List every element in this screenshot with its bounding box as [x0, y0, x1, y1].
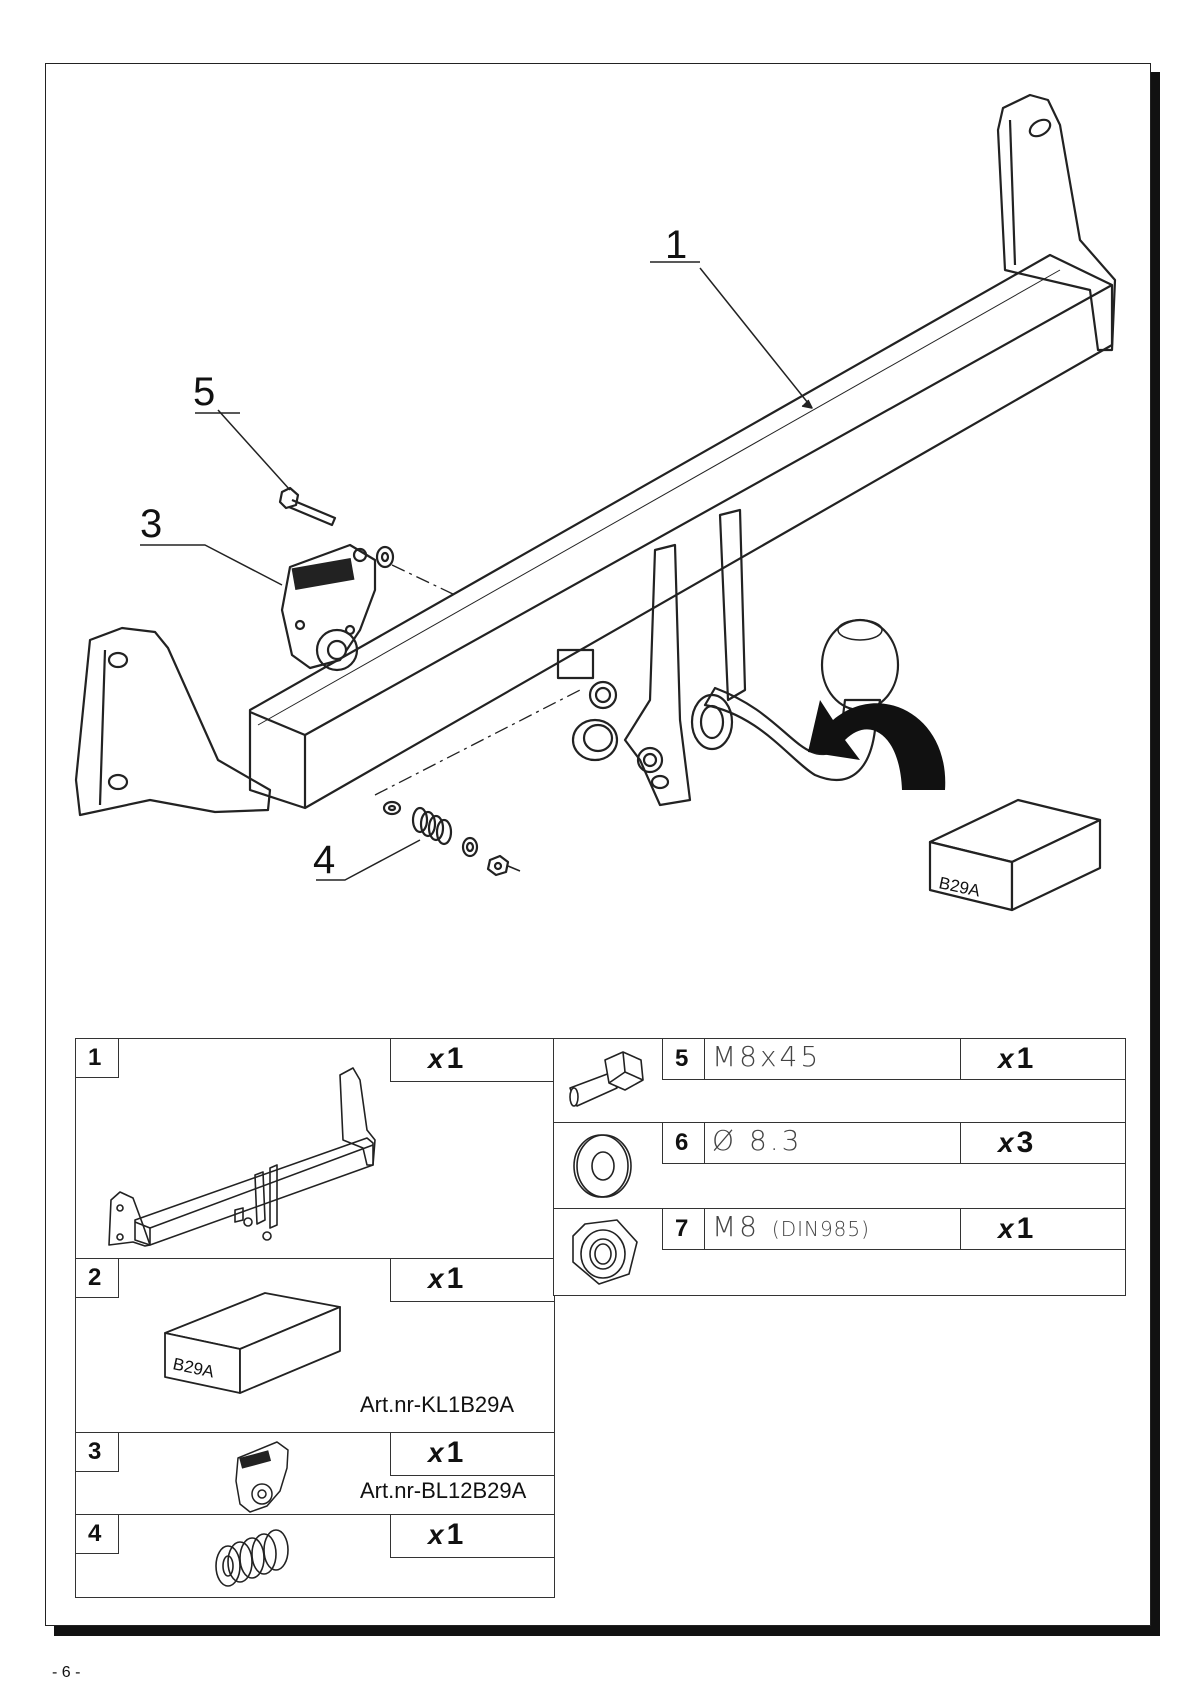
- part-2-num-box: [75, 1258, 119, 1298]
- part-5-num-box: [662, 1038, 706, 1080]
- part-3-art-nr: Art.nr-BL12B29A: [360, 1478, 527, 1503]
- part-2-qty-box: [390, 1258, 555, 1302]
- part-2-number: 2: [88, 1264, 102, 1291]
- part-4-qty-box: [390, 1514, 555, 1558]
- part-5-qty-box: [960, 1038, 1126, 1080]
- callout-1: 1: [665, 223, 687, 267]
- part-7-spec: M8 (DIN985): [712, 1210, 870, 1243]
- part-3-number: 3: [88, 1438, 102, 1465]
- assembly-drawing: 1 3 4 5 B29A: [74, 93, 1117, 912]
- part-1-crossbar-image: [108, 1067, 376, 1247]
- tow-ball: [820, 618, 900, 712]
- frame-shadow-bottom: [54, 1626, 1160, 1636]
- tow-neck: [703, 686, 882, 781]
- bolt-5: [278, 486, 300, 510]
- part-5-spec-box: [704, 1038, 962, 1080]
- part-7-num-box: [662, 1208, 706, 1250]
- part-7-number: 7: [675, 1215, 689, 1242]
- part-2-box-image: B29A: [164, 1292, 341, 1394]
- right-bracket: [996, 93, 1117, 352]
- neck-bracket-back: [718, 508, 747, 702]
- page-number: - 6 -: [52, 1664, 81, 1681]
- part-6-washer-image: [573, 1134, 632, 1198]
- neck-bracket-front: [623, 543, 692, 807]
- part-7-qty-box: [960, 1208, 1126, 1250]
- part-3-num-box: [75, 1432, 119, 1472]
- part-1-qty-box: [390, 1038, 555, 1082]
- part-5-number: 5: [675, 1045, 689, 1072]
- arrow: [808, 700, 946, 790]
- part-2-art-nr: Art.nr-KL1B29A: [360, 1392, 515, 1417]
- part-6-qty-box: [960, 1122, 1126, 1164]
- callout-4: 4: [313, 838, 335, 882]
- part-5-spec: M8x45: [712, 1040, 822, 1073]
- crossbar: [248, 253, 1114, 810]
- box-b29a: [928, 798, 1102, 912]
- part-5-bolt-image: [569, 1051, 644, 1107]
- part-1-number: 1: [88, 1044, 102, 1071]
- part-6-num-box: [662, 1122, 706, 1164]
- callout-3: 3: [140, 502, 162, 546]
- callout-5: 5: [193, 370, 215, 414]
- part-3-qty-box: [390, 1432, 555, 1476]
- part-1-num-box: [75, 1038, 119, 1078]
- part-7-nut-image: [572, 1219, 638, 1285]
- part-7-spec-box: [704, 1208, 962, 1250]
- left-bracket: [74, 626, 272, 817]
- part-4-spring-washer-image: [215, 1529, 289, 1587]
- part-6-spec: Ø 8.3: [712, 1124, 803, 1157]
- part-4-num-box: [75, 1514, 119, 1554]
- part-4-number: 4: [88, 1520, 102, 1547]
- part-6-number: 6: [675, 1129, 689, 1156]
- part-3-bracket-image: [235, 1441, 289, 1513]
- part-6-spec-box: [704, 1122, 962, 1164]
- bracket-plate-3: [280, 543, 377, 670]
- frame-shadow-right: [1151, 72, 1160, 1636]
